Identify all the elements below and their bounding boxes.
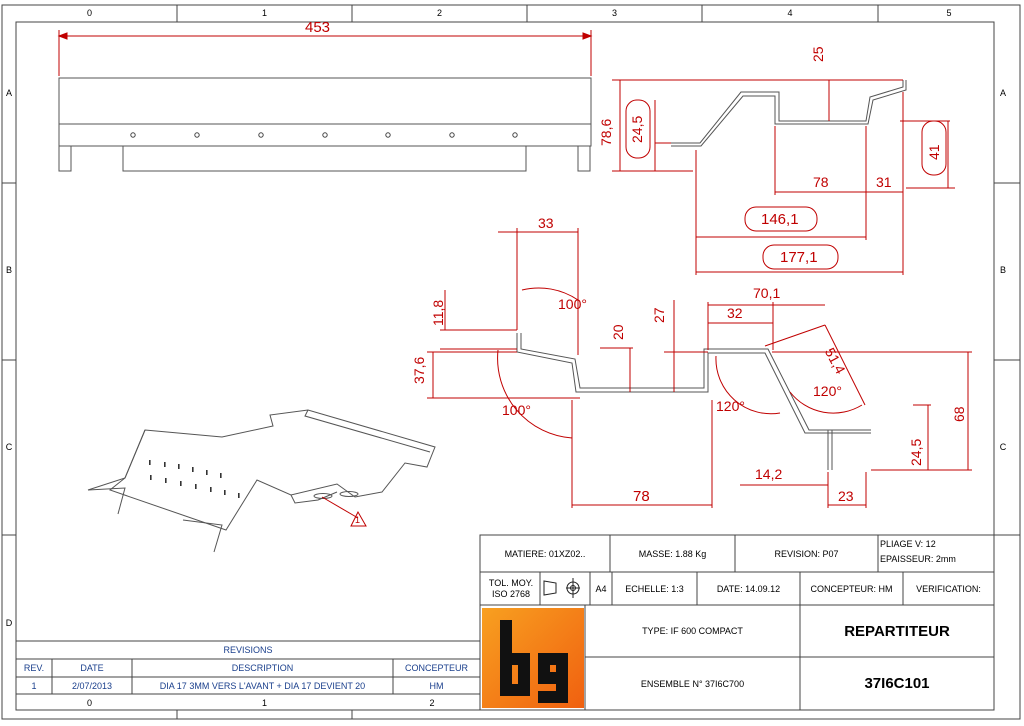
revision-marker-label: 1 (355, 515, 361, 525)
dim-453-lines (57, 30, 593, 76)
side-profile (671, 80, 907, 147)
revision-row-rev: 1 (31, 680, 37, 691)
date-header: DATE (80, 663, 104, 673)
concepteur-header: CONCEPTEUR (404, 663, 468, 673)
echelle-field: ECHELLE: 1:3 (625, 583, 684, 594)
date-field: DATE: 14.09.12 (716, 583, 781, 594)
dim-23: 23 (838, 488, 854, 504)
grid-col-5: 5 (946, 8, 952, 18)
grid-col-2: 2 (436, 8, 442, 18)
tolerance-line-1: TOL. MOY. (488, 578, 534, 588)
dim-453: 453 (305, 19, 331, 36)
description-header: DESCRIPTION (231, 663, 294, 673)
grid-row-c-left: C (5, 442, 13, 452)
title-block-lines (479, 534, 995, 711)
isometric-holes (149, 460, 240, 498)
verification-field: VERIFICATION: (916, 583, 981, 594)
company-logo (482, 608, 584, 708)
logo-mark-icon (500, 620, 568, 703)
dim-32: 32 (727, 305, 743, 321)
dim-100-top: 100° (558, 296, 587, 312)
grid-col-0: 0 (86, 8, 92, 18)
iso-revision-marker (321, 496, 367, 527)
dim-24-5-top: 24,5 (629, 115, 645, 143)
dim-25: 25 (810, 46, 826, 62)
dim-146-1: 146,1 (761, 211, 799, 228)
dim-37-6: 37,6 (411, 356, 427, 384)
grid-col-3: 3 (611, 8, 617, 18)
dim-27: 27 (651, 307, 667, 323)
outer-frame (1, 4, 1021, 720)
dim-41: 41 (926, 144, 942, 160)
revision-row-date: 2/07/2013 (71, 680, 113, 691)
ensemble-field: ENSEMBLE N° 37I6C700 (640, 678, 745, 689)
side-profile-dims (612, 79, 955, 275)
dim-78-6: 78,6 (598, 118, 614, 146)
dim-33: 33 (538, 215, 554, 231)
dim-78-top: 78 (813, 174, 829, 190)
type-field: TYPE: IF 600 COMPACT (642, 626, 743, 636)
grid-row-b-left: B (5, 265, 12, 275)
grid-row-d-left: D (5, 618, 13, 628)
dim-78-bottom: 78 (633, 488, 650, 505)
matiere-field: MATIERE: 01XZ02.. (504, 548, 586, 559)
grid-row-b-right: B (999, 265, 1006, 275)
front-view-holes (130, 132, 518, 138)
grid-col-2-bottom: 2 (429, 698, 435, 708)
rev-header: REV. (23, 663, 45, 673)
dim-68: 68 (951, 406, 967, 422)
isometric-slots (313, 491, 359, 499)
pliage-field: PLIAGE V: 12 (880, 539, 936, 549)
format-field: A4 (595, 583, 607, 594)
grid-col-1-bottom: 1 (261, 698, 267, 708)
isometric-view (87, 409, 436, 553)
revision-field: REVISION: P07 (774, 548, 839, 559)
main-profile-dims (427, 228, 972, 508)
grid-col-0-bottom: 0 (86, 698, 92, 708)
dim-31: 31 (876, 174, 892, 190)
part-number: 37I6C101 (864, 675, 930, 692)
dim-14-2: 14,2 (755, 466, 783, 482)
grid-ticks (2, 5, 1020, 719)
epaisseur-field: EPAISSEUR: 2mm (880, 554, 956, 564)
dim-177-1: 177,1 (780, 249, 818, 266)
concepteur-field: CONCEPTEUR: HM (810, 583, 893, 594)
drawing-title: REPARTITEUR (844, 622, 950, 640)
dim-11-8: 11,8 (430, 299, 446, 326)
dim-100-bottom: 100° (502, 402, 531, 418)
dim-120-right: 120° (813, 383, 842, 399)
dim-120-left: 120° (716, 398, 745, 414)
revisions-title: REVISIONS (223, 645, 273, 655)
grid-col-4: 4 (787, 8, 793, 18)
grid-row-a-left: A (5, 88, 12, 98)
grid-row-c-right: C (999, 442, 1007, 452)
dim-20: 20 (610, 324, 626, 340)
projection-symbol (543, 578, 580, 598)
grid-row-a-right: A (999, 88, 1006, 98)
tolerance-line-2: ISO 2768 (491, 589, 531, 599)
grid-col-1: 1 (261, 8, 267, 18)
revisions-table-lines (15, 640, 481, 695)
masse-field: MASSE: 1.88 Kg (638, 548, 707, 559)
revision-row-concepteur: HM (429, 680, 444, 691)
front-view (58, 77, 592, 172)
dim-70-1: 70,1 (753, 285, 781, 301)
dim-24-5-bottom: 24,5 (908, 438, 924, 466)
revision-row-description: DIA 17 3MM VERS L'AVANT + DIA 17 DEVIENT… (159, 680, 366, 691)
main-profile (516, 333, 871, 470)
